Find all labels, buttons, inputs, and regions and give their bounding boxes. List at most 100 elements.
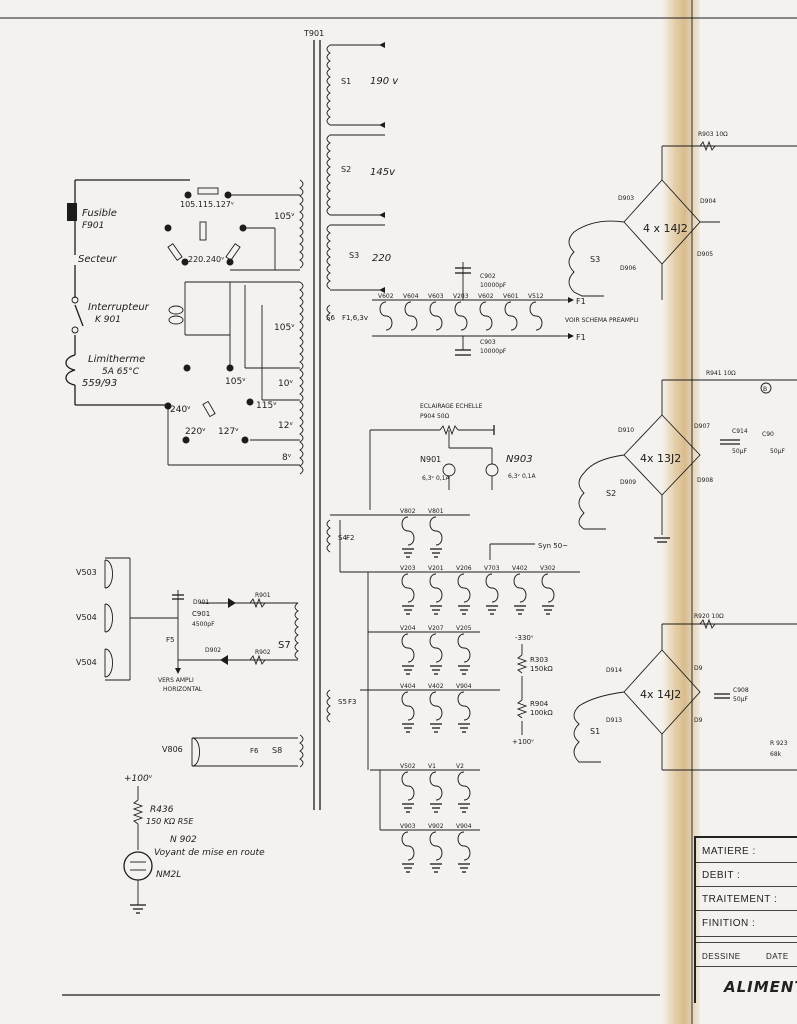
svg-text:V204: V204 [400,625,416,632]
tb-finition: FINITION : [702,918,756,929]
heater-row1-0: V802 [400,508,416,546]
ground-row5-0 [402,803,414,813]
bridge-3-type: 4x 14J2 [640,688,681,701]
b2-secondary: S2 [606,489,616,498]
c914-ref: C914 [732,428,748,435]
f1-ret: F1 [576,333,586,342]
svg-text:V203: V203 [400,565,416,572]
s1-voltage: 190 v [370,76,399,87]
limiter-code: 559/93 [82,378,117,389]
svg-text:V1: V1 [428,763,436,770]
heater-row2-5: V302 [540,565,556,603]
fuse-label: Fusible [82,208,117,219]
tap-220: 220ᵛ [185,427,206,437]
tb-debit: DEBIT : [702,870,741,881]
c908-ref: C908 [733,687,749,694]
svg-text:V2: V2 [456,763,464,770]
svg-text:V203: V203 [453,293,469,300]
s7-label: S7 [278,640,291,651]
ground-row2-2 [458,605,470,615]
s3-label: S3 [349,251,359,260]
r941-label: R941 10Ω [706,370,736,377]
switch-contact-bottom [71,326,79,334]
b2-d2: D907 [694,423,710,430]
ground-row2-1 [430,605,442,615]
svg-text:V904: V904 [456,823,472,830]
m330-label: -330ᵛ [515,634,534,642]
heater-row5-0: V502 [400,763,416,801]
limiter-symbol [65,354,76,386]
transformer-ref: T901 [303,29,324,38]
ground-row3-0 [402,665,414,675]
v504-b-ref: V504 [76,658,97,667]
svg-text:V404: V404 [400,683,416,690]
svg-text:V205: V205 [456,625,472,632]
heater-row4-0: V404 [400,683,416,721]
b1-d4: D905 [697,251,713,258]
b1-d2: D904 [700,198,716,205]
v806-ref: V806 [162,745,183,754]
ground-row3-2 [458,665,470,675]
c901-ref: C901 [192,610,210,618]
s2-label: S2 [341,165,351,174]
heater-row5-1: V1 [428,763,443,801]
fan-icon [168,305,184,315]
r901-ref: R901 [255,592,271,599]
r902-ref: R902 [255,649,271,656]
switch-k901-lever [74,304,84,327]
b3-d1: D914 [606,667,622,674]
svg-text:V902: V902 [428,823,444,830]
limiter-spec: 5A 65°C [102,367,140,377]
d901-ref: D901 [193,599,209,606]
secondary-s1-s3: S1 190 v S2 145v S3 220 [330,42,399,293]
heater-row2-1: V201 [428,565,444,603]
neon-label: Voyant de mise en route [154,848,265,858]
horizontal-label: HORIZONTAL [163,686,203,693]
svg-text:V904: V904 [456,683,472,690]
filament-tube-4: V602 [478,293,494,331]
b3-d4: D9 [694,717,703,724]
b2-d3: D909 [620,479,636,486]
selector-mid-label: 220.240ᵛ [188,255,224,264]
heater-row2-4: V402 [512,565,528,603]
fuse-ref: F901 [82,221,104,231]
svg-text:V601: V601 [503,293,519,300]
neon-indicator: +100ᵛ R436 150 KΩ R5E N 902 Voyant de mi… [123,774,265,914]
filament-row-s6: S6 F1,6,3v F1 F1 VOIR SCHEMA PREAMPLI V6… [326,262,639,356]
ground-row1-1 [430,548,442,558]
f6-label: F6 [250,747,259,755]
tap-127: 127ᵛ [218,427,239,437]
c902-ref: C902 [480,273,496,280]
vers-ampli-label: VERS AMPLI [158,677,194,684]
c903-value: 10000pF [480,348,507,355]
b1-d1: D903 [618,195,634,202]
limiter-label: Limitherme [88,354,145,365]
ground-row4-0 [402,723,414,733]
svg-text:V703: V703 [484,565,500,572]
tb-title: ALIMENT [724,978,797,996]
heater-row3-2: V205 [456,625,472,663]
filament-tube-0: V602 [378,293,394,331]
s1-label: S1 [341,77,351,86]
heater-row3-0: V204 [400,625,416,663]
r436-ref: R436 [150,805,174,815]
transformer-t901: T901 [299,29,331,810]
svg-text:V302: V302 [540,565,556,572]
heater-row2-0: V203 [400,565,416,603]
neon-type: NM2L [156,870,181,880]
d902-ref: D902 [205,647,221,654]
b2-d1: D910 [618,427,634,434]
filament-tube-1: V604 [403,293,419,331]
c902-value: 10000pF [480,282,507,289]
ground-row4-2 [458,723,470,733]
b3-d3: D913 [606,717,622,724]
b-marker-label: B [763,386,767,393]
svg-text:V802: V802 [400,508,416,515]
c901-value: 4500pF [192,621,215,628]
b3-secondary: S1 [590,727,600,736]
tap-105-c: 105ᵛ [225,377,246,387]
switch-label: Interrupteur [88,302,150,313]
tap-240: 240ᵛ [170,405,191,415]
